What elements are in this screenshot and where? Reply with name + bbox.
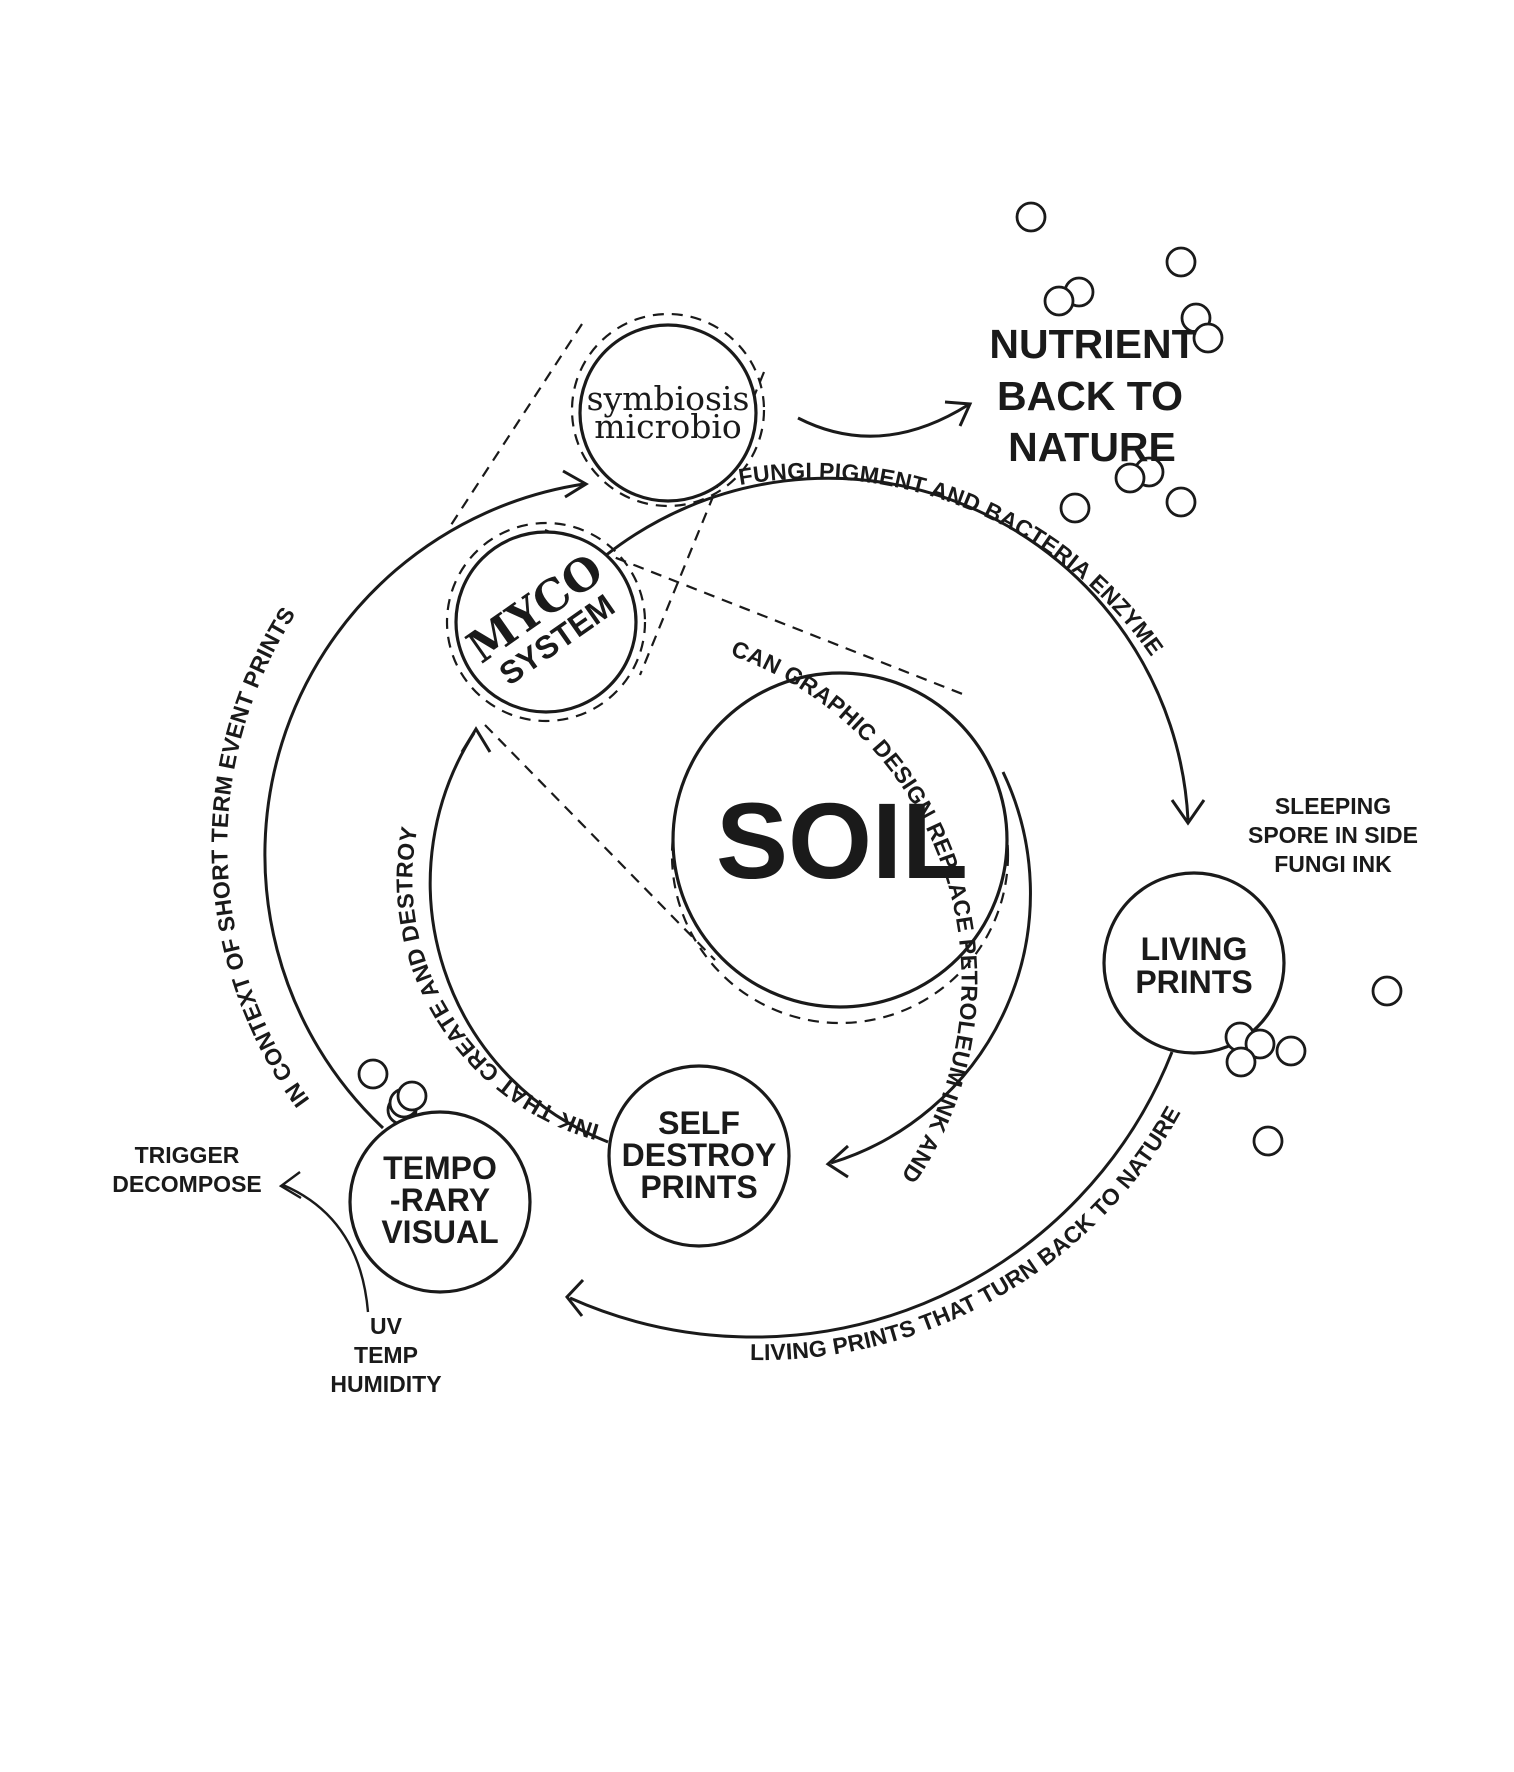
arrow-head-myco: [460, 726, 492, 753]
arc-living-to-temporary: [569, 1051, 1174, 1339]
arc-myco-to-living: [604, 476, 1190, 821]
sleeping-label-line2: SPORE IN SIDE: [1248, 822, 1418, 848]
temporary-label-line1: TEMPO: [383, 1150, 497, 1186]
arc-soil-to-self-destroy: [830, 771, 1032, 1165]
soil-circle: [671, 671, 1009, 1009]
spore-bubble: [1015, 201, 1047, 233]
conditions-label-line3: HUMIDITY: [330, 1371, 441, 1397]
self-destroy-label-line1: SELF: [658, 1105, 740, 1141]
spore-bubble: [1165, 246, 1197, 278]
arrow-head-living: [1170, 799, 1206, 826]
symbiosis-circle: [578, 323, 758, 503]
spore-bubble: [1192, 322, 1224, 354]
spore-bubble: [396, 1080, 428, 1112]
spore-bubble: [1043, 285, 1075, 317]
living-prints-circle: [1102, 871, 1286, 1055]
self-destroy-label-line3: PRINTS: [640, 1169, 757, 1205]
arrow-head-self-destroy: [825, 1144, 850, 1179]
dashed-ring-myco: [445, 521, 647, 723]
myco-circle: [454, 530, 638, 714]
trigger-label-line2: DECOMPOSE: [112, 1171, 262, 1197]
zoom-line-2: [638, 371, 766, 676]
sleeping-label-line3: FUNGI INK: [1274, 851, 1392, 877]
arrow-head-trigger: [278, 1171, 302, 1200]
spore-bubble: [1165, 486, 1197, 518]
temporary-label-line2: -RARY: [390, 1182, 490, 1218]
arc-temporary-to-symbiosis: [263, 482, 585, 1130]
arrow-conditions-to-trigger: [282, 1183, 370, 1313]
living-prints-nature-arc-label: LIVING PRINTS THAT TURN BACK TO NATURE: [750, 1102, 1186, 1366]
conditions-label-line1: UV: [370, 1313, 403, 1339]
temporary-visual-circle: [348, 1110, 532, 1294]
spore-bubble: [1252, 1125, 1284, 1157]
nutrient-label-line3: NATURE: [1008, 424, 1176, 470]
arc-self-destroy-to-myco: [428, 732, 609, 1144]
zoom-line-1: [450, 323, 583, 526]
self-destroy-label-line2: DESTROY: [622, 1137, 777, 1173]
spore-bubble: [357, 1058, 389, 1090]
arrow-symbiosis-to-nutrient: [797, 403, 969, 438]
spore-bubble: [1275, 1035, 1307, 1067]
dashed-ring-symbiosis: [570, 312, 766, 508]
short-term-event-arc-text: IN CONTEXT OF SHORT TERM EVENT PRINTS: [206, 602, 314, 1112]
symbiosis-label-line1: symbiosis: [587, 379, 750, 418]
spore-bubble: [1371, 975, 1403, 1007]
soil-label: SOIL: [716, 780, 968, 901]
symbiosis-label-line2: microbio: [594, 407, 742, 446]
temporary-label-line3: VISUAL: [381, 1214, 498, 1250]
zoom-line-4: [484, 724, 716, 961]
trigger-label-line1: TRIGGER: [135, 1142, 240, 1168]
arrow-head-symbiosis: [562, 469, 589, 499]
self-destroy-circle: [607, 1064, 791, 1248]
spore-bubble: [1059, 492, 1091, 524]
spore-bubble: [1244, 1028, 1276, 1060]
living-prints-label-line1: LIVING: [1141, 931, 1248, 967]
spore-bubbles: [357, 201, 1403, 1157]
living-prints-label-line2: PRINTS: [1135, 964, 1252, 1000]
short-term-event-arc-label: IN CONTEXT OF SHORT TERM EVENT PRINTS: [206, 602, 314, 1112]
dashed-ring-soil: [670, 685, 1010, 1025]
arrow-head-nutrient: [944, 400, 973, 427]
conditions-label-line2: TEMP: [354, 1342, 418, 1368]
spore-bubble: [1225, 1046, 1257, 1078]
sleeping-label-line1: SLEEPING: [1275, 793, 1391, 819]
living-prints-nature-arc-text: LIVING PRINTS THAT TURN BACK TO NATURE: [750, 1102, 1185, 1366]
spore-bubble: [1114, 462, 1146, 494]
arrow-head-temporary: [565, 1278, 585, 1317]
nutrient-label-line2: BACK TO: [997, 373, 1183, 419]
nutrient-label-line1: NUTRIENT: [989, 321, 1196, 367]
